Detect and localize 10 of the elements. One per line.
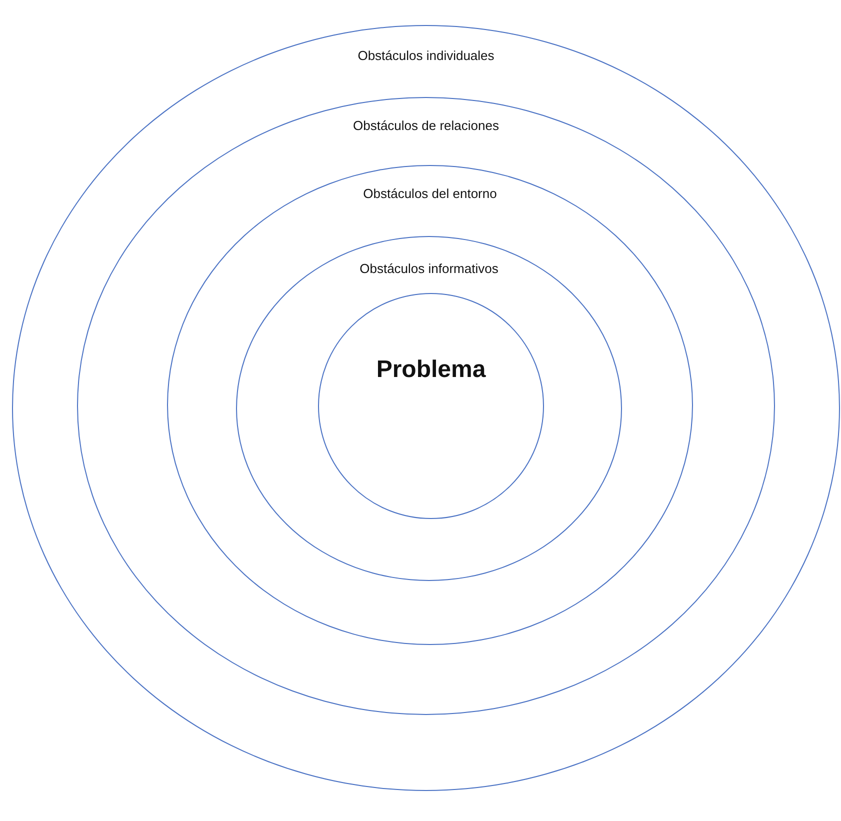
center-label: Problema: [376, 356, 486, 384]
ring-ellipse: [12, 25, 840, 791]
ring-label: Obstáculos de relaciones: [353, 118, 499, 133]
ring-label: Obstáculos informativos: [360, 261, 498, 276]
ring-label: Obstáculos del entorno: [363, 186, 497, 201]
ring-ellipse: [167, 165, 693, 645]
ring-ellipse: [236, 236, 622, 581]
ring-label: Obstáculos individuales: [358, 48, 494, 63]
ring-ellipse: [318, 293, 544, 519]
ring-ellipse: [77, 97, 775, 715]
